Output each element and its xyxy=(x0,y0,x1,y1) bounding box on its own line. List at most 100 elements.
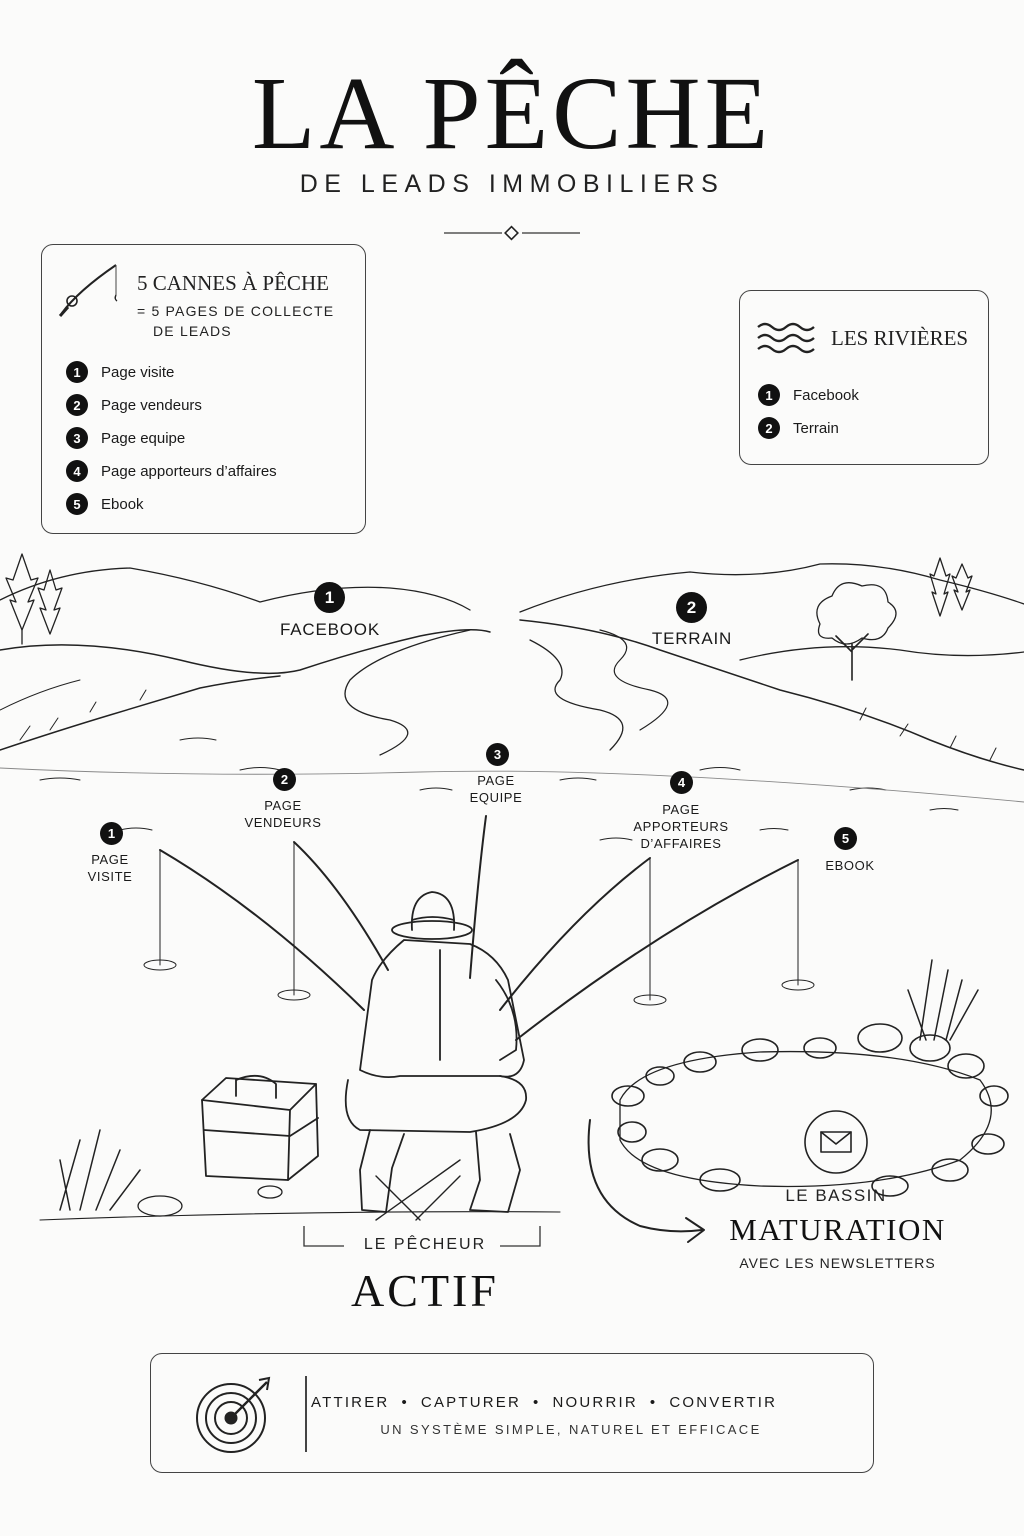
rod-number-badge: 2 xyxy=(273,768,296,791)
rods-list-item: 4 Page apporteurs d’affaires xyxy=(66,459,277,483)
water-ripples xyxy=(39,737,959,841)
river-label-terrain: TERRAIN xyxy=(651,629,733,648)
rod-label-line: VENDEURS xyxy=(244,815,322,830)
rods-list-label: Ebook xyxy=(101,495,144,513)
rods-list-item: 5 Ebook xyxy=(66,492,144,516)
pool-caption-small: LE BASSIN xyxy=(785,1186,887,1205)
maturation-pond xyxy=(611,1023,1009,1197)
fishing-rod xyxy=(293,841,389,971)
fisher-caption-small: LE PÊCHEUR xyxy=(363,1236,487,1253)
rod-label-line: PAGE xyxy=(264,798,302,813)
footer-step: CONVERTIR xyxy=(669,1394,778,1411)
number-badge: 1 xyxy=(758,384,780,406)
rod-number-badge: 1 xyxy=(100,822,123,845)
number-badge: 2 xyxy=(758,417,780,439)
left-riverbank xyxy=(0,629,491,675)
rods-card-subtitle-2: DE LEADS xyxy=(153,323,232,339)
rod-label: EBOOK xyxy=(800,857,900,874)
rod-label-line: EQUIPE xyxy=(469,790,523,805)
footer-separator: • xyxy=(401,1394,409,1411)
number-badge: 2 xyxy=(66,394,88,416)
envelope-icon xyxy=(820,1131,852,1153)
fishing-rod xyxy=(469,815,487,979)
rod-label-line: PAGE xyxy=(91,852,129,867)
footer-step: CAPTURER xyxy=(420,1394,522,1411)
rods-list-label: Page vendeurs xyxy=(101,396,202,414)
footer-tagline: UN SYSTÈME SIMPLE, NATUREL ET EFFICACE xyxy=(380,1422,762,1437)
footer-steps: ATTIRER • CAPTURER • NOURRIR • CONVERTIR xyxy=(311,1394,851,1411)
rod-number-badge: 4 xyxy=(670,771,693,794)
footer-step: NOURRIR xyxy=(552,1394,638,1411)
pine-tree xyxy=(5,553,39,631)
envelope-icon-circle xyxy=(804,1110,868,1174)
rivers-list-item: 1 Facebook xyxy=(758,383,859,407)
fishing-rod xyxy=(499,857,651,1011)
page-title: LA PÊCHE xyxy=(251,56,773,171)
fishing-rod xyxy=(159,849,365,1011)
fishing-scene-illustration xyxy=(0,553,1024,1243)
fishing-rods xyxy=(143,815,815,1041)
rods-list-label: Page apporteurs d’affaires xyxy=(101,462,277,480)
number-badge: 1 xyxy=(66,361,88,383)
number-badge: 5 xyxy=(66,493,88,515)
rod-label-line: EBOOK xyxy=(825,858,875,873)
grass-tuft xyxy=(59,1129,141,1211)
rods-list-item: 2 Page vendeurs xyxy=(66,393,202,417)
river-number-badge: 1 xyxy=(314,582,345,613)
rivers-list-label: Facebook xyxy=(793,386,859,404)
rod-label: PAGE EQUIPE xyxy=(446,772,546,806)
fishing-rod-icon xyxy=(58,264,118,317)
number-badge: 4 xyxy=(66,460,88,482)
rods-list-item: 3 Page equipe xyxy=(66,426,185,450)
flow-arrow xyxy=(587,1119,703,1233)
rod-number-badge: 3 xyxy=(486,743,509,766)
footer-separator: • xyxy=(649,1394,658,1411)
river-terrain xyxy=(599,629,669,731)
rod-label: PAGE VENDEURS xyxy=(228,797,338,831)
tackle-box xyxy=(201,1074,319,1181)
rod-label-line: APPORTEURS xyxy=(633,819,729,834)
water-ripple xyxy=(781,979,815,991)
pool-caption-big: MATURATION xyxy=(729,1212,946,1247)
rivers-list-label: Terrain xyxy=(793,419,839,437)
page-subtitle: DE LEADS IMMOBILIERS xyxy=(299,170,725,198)
rods-legend-card: 5 CANNES À PÊCHE = 5 PAGES DE COLLECTE D… xyxy=(41,244,366,534)
ornament-divider xyxy=(444,225,580,241)
rods-list-item: 1 Page visite xyxy=(66,360,174,384)
rivers-card-title: LES RIVIÈRES xyxy=(831,326,969,350)
rod-label-line: PAGE xyxy=(477,773,515,788)
river-facebook xyxy=(344,629,471,756)
pine-tree xyxy=(929,557,951,617)
water-ripple xyxy=(277,989,311,1001)
rod-label: PAGE APPORTEURS D’AFFAIRES xyxy=(621,801,741,852)
river-label-facebook: FACEBOOK xyxy=(280,620,380,639)
oak-tree xyxy=(835,633,869,681)
fisher-caption-big: ACTIF xyxy=(351,1265,499,1316)
pool-caption-note: AVEC LES NEWSLETTERS xyxy=(739,1255,936,1271)
footer-divider xyxy=(305,1376,307,1452)
hills-drawing xyxy=(0,567,471,611)
rivers-list-item: 2 Terrain xyxy=(758,416,839,440)
rods-card-title: 5 CANNES À PÊCHE xyxy=(137,271,329,295)
footer-summary-card: ATTIRER • CAPTURER • NOURRIR • CONVERTIR UN SY… xyxy=(150,1353,874,1473)
fishing-rod xyxy=(515,859,799,1041)
river-number-badge: 2 xyxy=(676,592,707,623)
footer-separator: • xyxy=(533,1394,541,1411)
rod-label-line: VISITE xyxy=(87,869,133,884)
target-icon xyxy=(196,1376,271,1453)
rod-label: PAGE VISITE xyxy=(60,851,160,885)
rods-card-subtitle-1: = 5 PAGES DE COLLECTE xyxy=(137,303,335,319)
waves-icon xyxy=(757,322,815,354)
rod-label-line: D’AFFAIRES xyxy=(640,836,722,851)
rods-list-label: Page visite xyxy=(101,363,175,381)
water-ripple xyxy=(143,959,177,971)
right-riverbank xyxy=(519,619,1024,771)
water-ripple xyxy=(633,994,667,1006)
number-badge: 3 xyxy=(66,427,88,449)
footer-step: ATTIRER xyxy=(311,1394,390,1411)
rod-number-badge: 5 xyxy=(834,827,857,850)
rivers-legend-card: LES RIVIÈRES 1 Facebook 2 Terrain xyxy=(739,290,989,465)
rods-list-label: Page equipe xyxy=(101,429,186,447)
fisher-bracket xyxy=(303,1226,541,1247)
fisherman-figure xyxy=(344,891,527,1221)
